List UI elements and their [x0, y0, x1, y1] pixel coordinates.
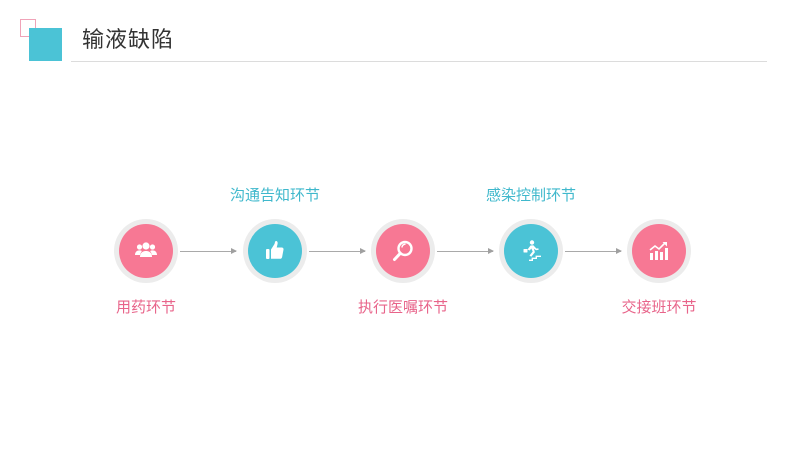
thumbs-up-icon [266, 241, 284, 259]
arrow-connector-4 [565, 248, 622, 254]
step-node-handover [627, 219, 691, 283]
arrow-connector-1 [180, 248, 237, 254]
growth-chart-icon [649, 242, 668, 260]
magnifier-icon [393, 240, 413, 261]
stairs-runner-icon [523, 240, 541, 261]
people-group-icon [135, 242, 157, 257]
step-node-order-execution [371, 219, 435, 283]
step-node-medication [114, 219, 178, 283]
page-title: 输液缺陷 [82, 28, 175, 53]
decorative-teal-square [29, 28, 62, 61]
arrow-connector-3 [437, 248, 494, 254]
title-divider [71, 61, 767, 62]
step-label-medication: 用药环节 [115, 298, 177, 316]
step-node-infection-control [499, 219, 563, 283]
step-label-infection-control: 感染控制环节 [485, 186, 577, 204]
step-label-handover: 交接班环节 [621, 298, 697, 316]
arrow-connector-2 [309, 248, 366, 254]
step-label-order-execution: 执行医嘱环节 [357, 298, 449, 316]
step-node-communication [243, 219, 307, 283]
step-label-communication: 沟通告知环节 [229, 186, 321, 204]
